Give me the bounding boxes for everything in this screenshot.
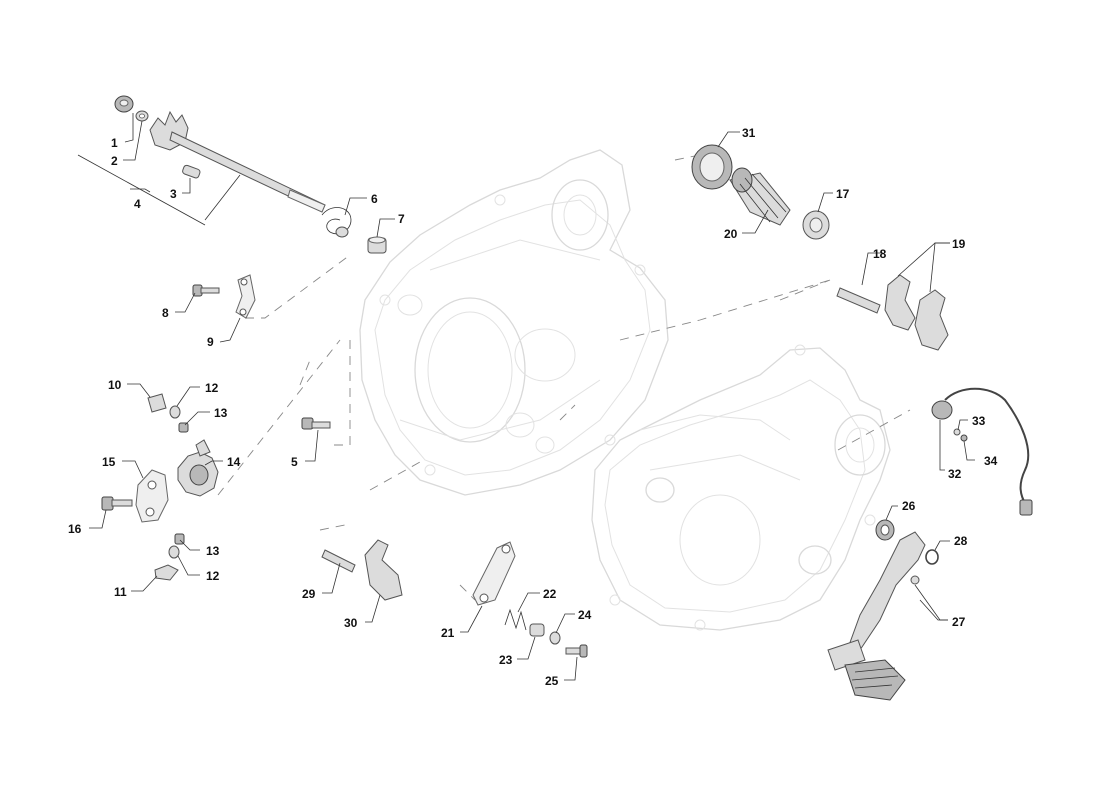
callout-22: 22 [543,587,557,601]
callout-27: 27 [952,615,966,629]
assembly-lines [217,154,911,601]
callout-23: 23 [499,653,513,667]
callout-17: 17 [836,187,850,201]
callout-16: 16 [68,522,82,536]
part-1-nut [114,95,134,113]
part-18-fork-shaft [836,287,881,314]
part-28-circlip [925,549,939,565]
left-crankcase-half [359,149,669,496]
part-34-screw [960,434,968,442]
callout-29: 29 [302,587,316,601]
part-12-pin-upper [169,405,181,419]
part-15-plate [135,469,169,523]
part-24-washer [549,631,561,645]
part-5-stud [301,417,331,430]
part-14-shift-cam [177,439,219,497]
callout-12b: 12 [206,569,220,583]
part-31-bearing [691,144,733,190]
callout-32: 32 [948,467,962,481]
part-21-lever [472,541,516,606]
callout-30: 30 [344,616,358,630]
callout-14: 14 [227,455,241,469]
callout-33: 33 [972,414,986,428]
callout-25: 25 [545,674,559,688]
part-9-bracket [235,274,256,319]
part-30-shift-fork [364,539,403,601]
callout-19: 19 [952,237,966,251]
right-crankcase-half [591,344,891,631]
part-4-shift-shaft [149,110,326,213]
callout-26: 26 [902,499,916,513]
part-6-spring [321,207,352,238]
callout-9: 9 [207,335,214,349]
callout-13b: 13 [206,544,220,558]
callout-2: 2 [111,154,118,168]
part-10-block [147,393,167,413]
leader-lines [77,113,975,681]
callout-34: 34 [984,454,998,468]
callout-31: 31 [742,126,756,140]
part-8-bolt [192,284,220,297]
part-17-bearing [802,210,830,240]
callout-24: 24 [578,608,592,622]
part-27-kickstart-pedal [827,531,926,701]
callout-10: 10 [108,378,122,392]
callout-21: 21 [441,626,455,640]
part-25-bolt [565,644,588,658]
callout-15: 15 [102,455,116,469]
part-16-bolt [101,496,133,511]
callout-1: 1 [111,136,118,150]
callout-7: 7 [398,212,405,226]
part-26-seal [875,519,895,541]
part-33-washer [953,428,961,436]
callout-6: 6 [371,192,378,206]
part-3-pin [182,164,201,179]
part-32-sensor [931,387,1033,516]
callout-28: 28 [954,534,968,548]
callout-13a: 13 [214,406,228,420]
part-13-spring-upper [178,422,189,433]
part-23-bushing [529,623,545,637]
part-29-fork-shaft [321,549,356,573]
callout-11: 11 [114,585,127,599]
callout-8: 8 [162,306,169,320]
part-7-bushing [367,236,387,254]
part-20-shift-drum [729,167,791,226]
part-12-pin-lower [168,545,180,559]
callout-18: 18 [873,247,887,261]
callout-labels: 1 2 3 4 5 6 7 8 9 10 12 13 15 14 16 13 1… [68,126,998,688]
callout-5: 5 [291,455,298,469]
callout-4: 4 [134,197,141,211]
part-11-detent [154,564,179,581]
part-2-washer [135,110,149,122]
part-19-shift-forks [884,274,949,351]
callout-3: 3 [170,187,177,201]
part-22-spring [504,608,527,631]
callout-12a: 12 [205,381,219,395]
callout-20: 20 [724,227,738,241]
